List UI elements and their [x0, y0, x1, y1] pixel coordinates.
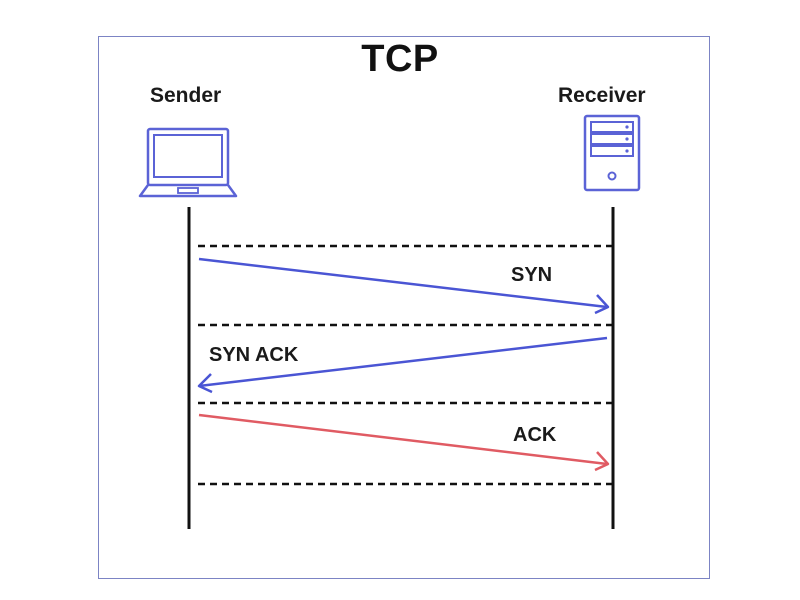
syn-arrow [198, 257, 610, 315]
diagram-title: TCP [361, 38, 439, 80]
server-icon [583, 114, 641, 197]
syn-label: SYN [511, 264, 553, 286]
diagram-frame [98, 36, 710, 579]
syn-ack-arrow [197, 336, 608, 394]
ack-label: ACK [513, 424, 557, 446]
ack-arrow [198, 413, 610, 472]
syn-ack-label: SYN ACK [209, 344, 299, 366]
sender-label: Sender [150, 84, 222, 107]
receiver-label: Receiver [558, 84, 646, 107]
laptop-icon [138, 126, 238, 207]
